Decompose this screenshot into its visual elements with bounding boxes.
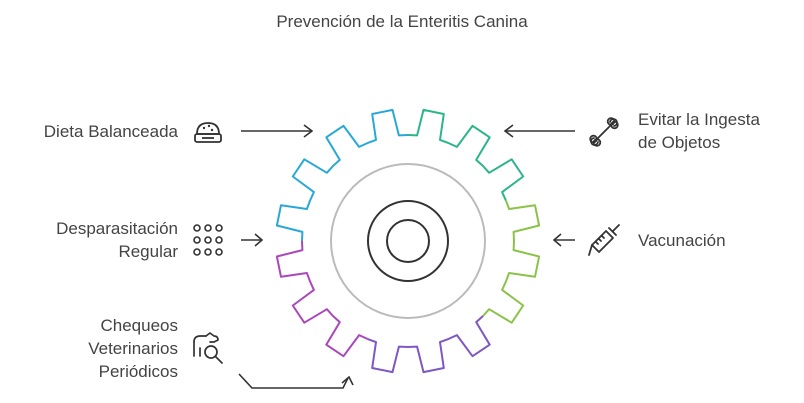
label-deworming: Desparasitación Regular	[10, 217, 178, 263]
arrow-checkups-head	[341, 375, 354, 386]
syringe-icon	[588, 224, 620, 256]
gear-inner-ring	[330, 163, 486, 319]
food-bowl-icon	[194, 122, 222, 143]
dog-search-icon	[193, 332, 223, 364]
gear-hub-outer	[367, 200, 449, 282]
label-objects: Evitar la Ingesta de Objetos	[638, 108, 798, 154]
arrow-deworming-head	[254, 233, 264, 247]
gear-hub-inner	[386, 219, 430, 263]
label-checkups: Chequeos Veterinarios Periódicos	[10, 314, 178, 383]
label-deworming-line2: Regular	[118, 242, 178, 261]
label-diet: Dieta Balanceada	[10, 120, 178, 143]
gear-segment	[275, 240, 368, 358]
gear-segment	[367, 315, 491, 374]
label-checkups-line1: Chequeos	[100, 316, 178, 335]
dots-grid-icon	[193, 224, 223, 256]
gear-segment	[407, 108, 525, 201]
label-diet-text: Dieta Balanceada	[43, 122, 178, 141]
arrow-objects-head	[503, 124, 514, 138]
arrow-diet-head	[303, 124, 314, 138]
arrow-vaccination-head	[552, 233, 562, 247]
label-deworming-line1: Desparasitación	[56, 219, 178, 238]
arrow-checkups	[238, 373, 349, 389]
label-vaccination: Vacunación	[638, 229, 798, 252]
bone-icon	[589, 117, 619, 147]
gear-segment	[275, 108, 409, 242]
gear-segment	[482, 200, 541, 324]
label-vaccination-text: Vacunación	[638, 231, 726, 250]
page-title: Prevención de la Enteritis Canina	[276, 12, 528, 31]
label-checkups-line3: Periódicos	[98, 362, 178, 381]
label-objects-line1: Evitar la Ingesta	[638, 110, 760, 129]
label-checkups-line2: Veterinarios	[88, 339, 178, 358]
gear-outline	[275, 108, 541, 374]
label-objects-line2: de Objetos	[638, 133, 721, 152]
